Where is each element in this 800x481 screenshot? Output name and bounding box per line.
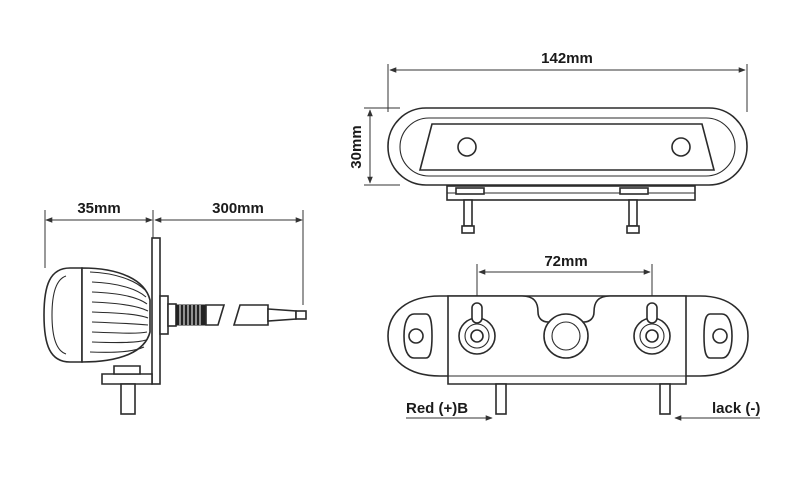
mount-spacing-label: 72mm [544, 253, 587, 270]
tab-hole-right [712, 328, 728, 344]
tab-hole-left [408, 328, 424, 344]
mounting-bolt [120, 383, 136, 415]
cable-terminal [267, 308, 297, 322]
positive-stud [495, 383, 507, 415]
lens-plate [418, 123, 716, 171]
bracket-foot [101, 373, 153, 385]
lamp-lens [43, 267, 83, 363]
positive-wire-label: Red (+)B [406, 400, 468, 417]
negative-stud [659, 383, 671, 415]
cable-break-start [205, 304, 226, 326]
mounting-plate [151, 237, 161, 385]
heatsink-body [81, 267, 151, 363]
top-length-label: 142mm [541, 50, 593, 67]
top-view: 142mm 30mm [348, 50, 748, 234]
side-depth-label: 35mm [77, 200, 120, 217]
mount-hole-right [671, 137, 691, 157]
side-view: 35mm 300mm [43, 200, 307, 415]
stud-left [463, 199, 473, 227]
cable-gland [159, 295, 169, 335]
cable-entry [543, 313, 589, 359]
cable-length-label: 300mm [212, 200, 264, 217]
mount-hole-left [457, 137, 477, 157]
lamp-housing-inner [399, 117, 736, 177]
negative-wire-label: lack (-) [712, 400, 760, 417]
heatsink-fins [89, 271, 149, 353]
stud-right [628, 199, 638, 227]
front-view: 72mm Red (+)B lack (-) [387, 253, 760, 421]
top-height-label: 30mm [348, 125, 365, 168]
cable-break-end [232, 304, 269, 326]
